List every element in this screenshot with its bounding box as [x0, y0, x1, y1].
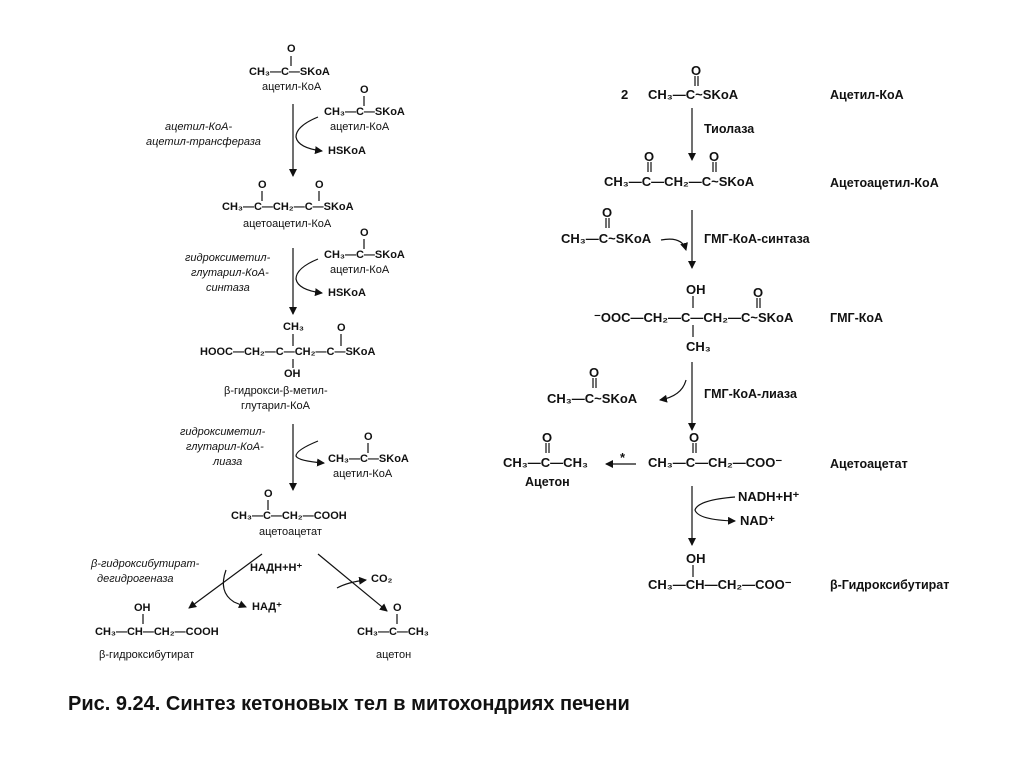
hydroxyl-label: OH [134, 602, 151, 614]
acetyl-coa-formula: CH₃—C—SKoA [324, 106, 405, 118]
acetoacetate-name: ацетоацетат [259, 526, 322, 538]
methyl-label: CH₃ [686, 339, 711, 354]
enzyme-label: глутарил-КоА- [191, 267, 269, 279]
acetoacetyl-coa-formula: CH₃—C—CH₂—C~SKoA [604, 174, 755, 189]
hmg-coa-formula: HOOC—CH₂—C—CH₂—C—SKoA [200, 346, 376, 358]
hmg-coa-formula: ⁻OOC—CH₂—C—CH₂—C~SKoA [594, 310, 794, 325]
hydroxybutyrate-formula: CH₃—CH—CH₂—COO⁻ [648, 577, 792, 592]
side-curve-arrow [660, 238, 688, 251]
nad-curve-arrow [694, 496, 736, 525]
acetyl-coa-name: ацетил-КоА [333, 468, 393, 480]
enzyme-label: β-гидроксибутират- [91, 558, 200, 570]
acetyl-coa-label: Ацетил-КоА [830, 88, 904, 102]
oxygen-label: O [691, 63, 702, 78]
enzyme-label: дегидрогеназа [97, 573, 174, 585]
oxygen-label: O [753, 285, 764, 300]
enzyme-label: глутарил-КоА- [186, 441, 264, 453]
acetoacetate-formula: CH₃—C—CH₂—COOH [231, 510, 347, 522]
hydroxyl-label: OH [686, 282, 706, 297]
side-curve-arrow [295, 116, 323, 155]
side-curve-arrow [659, 379, 687, 403]
acetyl-coa-name: ацетил-КоА [330, 264, 390, 276]
hmg-coa-label: ГМГ-КоА [830, 311, 884, 325]
oxygen-label: O [337, 322, 346, 334]
acetyl-coa-name: ацетил-КоА [262, 81, 322, 93]
methyl-label: CH₃ [283, 321, 304, 333]
oxygen-label: O [364, 431, 373, 443]
acetyl-coa-name: ацетил-КоА [330, 121, 390, 133]
stoich-coefficient: 2 [621, 87, 629, 102]
acetyl-coa-formula: CH₃—C~SKoA [561, 231, 652, 246]
acetyl-coa-formula: CH₃—C—SKoA [324, 249, 405, 261]
acetone-formula: CH₃—C—CH₃ [357, 626, 429, 638]
side-curve-arrow [295, 258, 323, 297]
hmg-coa-synthase-enzyme: ГМГ-КоА-синтаза [704, 232, 810, 246]
oxygen-label: O [393, 602, 402, 614]
acetoacetate-formula: CH₃—C—CH₂—COO⁻ [648, 455, 783, 470]
oxygen-label: O [287, 43, 296, 55]
enzyme-label: ацетил-КоА- [165, 121, 233, 133]
oxygen-label: O [264, 488, 273, 500]
acetyl-coa-formula: CH₃—C~SKoA [648, 87, 739, 102]
oxygen-label: O [360, 227, 369, 239]
oxygen-label: O [315, 179, 324, 191]
acetyl-coa-formula: CH₃—C—SKoA [328, 453, 409, 465]
hydroxyl-label: OH [686, 551, 706, 566]
nadh-label: НАДН+H⁺ [250, 562, 303, 574]
enzyme-label: гидроксиметил- [180, 426, 266, 438]
thiolase-enzyme: Тиолаза [704, 122, 755, 136]
acetone-name: ацетон [376, 649, 412, 661]
hmg-coa-name: глутарил-КоА [241, 400, 310, 412]
co2-label: CO₂ [371, 573, 393, 585]
acetoacetyl-coa-label: Ацетоацетил-КоА [830, 176, 939, 190]
acetyl-coa-formula: CH₃—C—SKoA [249, 66, 330, 78]
branch-arrow-left [188, 553, 263, 609]
enzyme-label: гидроксиметил- [185, 252, 271, 264]
acetone-formula: CH₃—C—CH₃ [503, 455, 588, 470]
acetone-name: Ацетон [525, 475, 570, 489]
hydroxybutyrate-name: β-гидроксибутират [99, 649, 195, 661]
acetoacetyl-coa-formula: CH₃—C—CH₂—C—SKoA [222, 201, 354, 213]
side-curve-arrow [295, 440, 325, 467]
oxygen-label: O [542, 430, 553, 445]
nad-label: NAD⁺ [740, 513, 776, 528]
oxygen-label: O [360, 84, 369, 96]
co2-arrow [336, 576, 367, 589]
oxygen-label: O [258, 179, 267, 191]
hydroxyl-label: OH [284, 368, 301, 380]
nadh-label: NADH+H⁺ [738, 489, 800, 504]
acetyl-coa-formula: CH₃—C~SKoA [547, 391, 638, 406]
oxygen-label: O [709, 149, 720, 164]
hskoa-label: HSKoA [328, 287, 366, 299]
acetoacetate-label: Ацетоацетат [830, 457, 908, 471]
figure-caption: Рис. 9.24. Синтез кетоновых тел в митохо… [68, 693, 630, 715]
hmg-coa-name: β-гидрокси-β-метил- [224, 385, 328, 397]
enzyme-label: синтаза [206, 282, 250, 294]
hskoa-label: HSKoA [328, 145, 366, 157]
hmg-coa-lyase-enzyme: ГМГ-КоА-лиаза [704, 387, 797, 401]
star-mark: * [620, 450, 626, 465]
enzyme-label: лиаза [213, 456, 243, 468]
enzyme-label: ацетил-трансфераза [146, 136, 261, 148]
oxygen-label: O [644, 149, 655, 164]
hydroxybutyrate-formula: CH₃—CH—CH₂—COOH [95, 626, 219, 638]
hydroxybutyrate-label: β-Гидроксибутират [830, 578, 950, 592]
oxygen-label: O [689, 430, 700, 445]
oxygen-label: O [589, 365, 600, 380]
nad-curve-arrow [222, 569, 247, 608]
nad-label: НАД⁺ [252, 601, 282, 613]
acetoacetyl-coa-name: ацетоацетил-КоА [243, 218, 332, 230]
oxygen-label: O [602, 205, 613, 220]
